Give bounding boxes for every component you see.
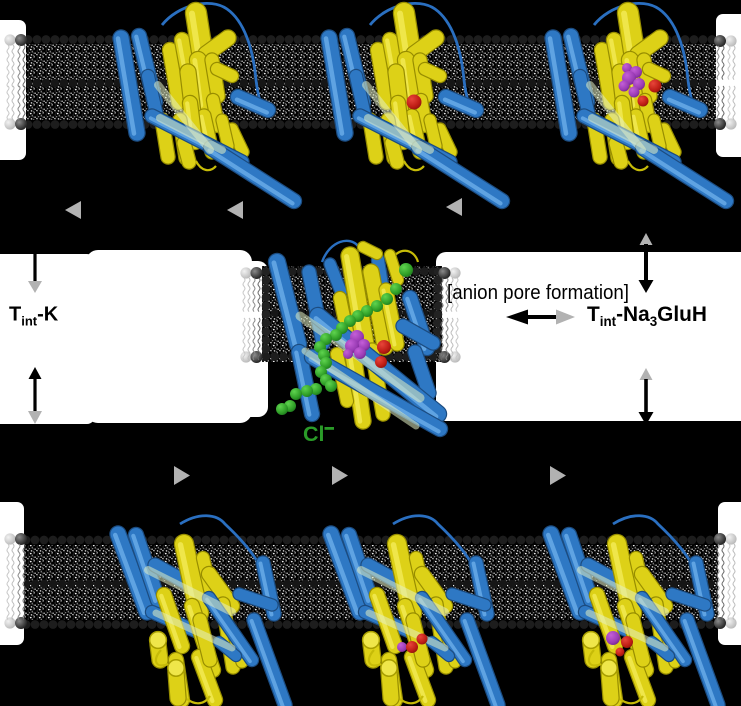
svg-text:[anion pore formation]: [anion pore formation] [447,282,629,304]
svg-text:Cl: Cl [303,422,325,446]
